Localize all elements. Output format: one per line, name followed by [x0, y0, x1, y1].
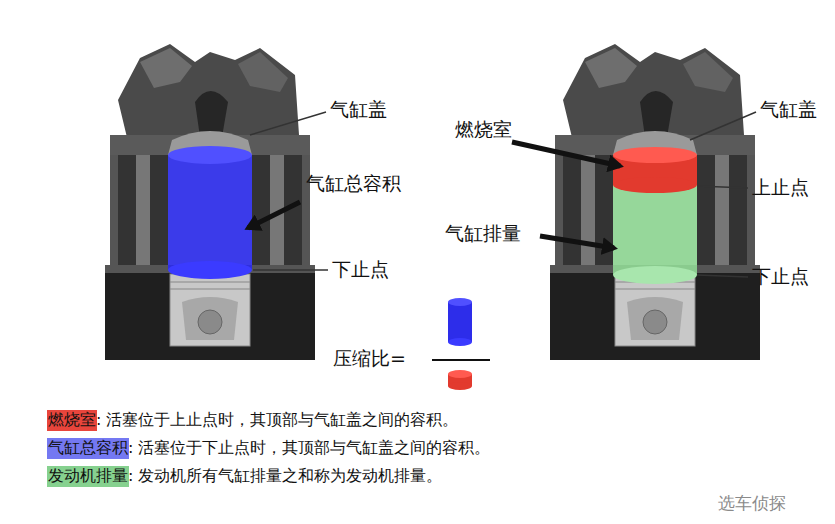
watermark: 选车侦探 — [718, 493, 786, 513]
legend-text: 气缸总容积: 活塞位于下止点时，其顶部与气缸盖之间的容积。 — [48, 438, 490, 459]
legend-row: 气缸总容积: 活塞位于下止点时，其顶部与气缸盖之间的容积。 — [48, 438, 490, 459]
part-label: 气缸盖 — [760, 98, 817, 121]
volume-label: 气缸排量 — [445, 222, 521, 245]
legend-text: 发动机排量: 发动机所有气缸排量之和称为发动机排量。 — [48, 466, 442, 487]
legend-row: 发动机排量: 发动机所有气缸排量之和称为发动机排量。 — [48, 466, 442, 487]
legend-text: 燃烧室: 活塞位于上止点时，其顶部与气缸盖之间的容积。 — [48, 410, 458, 431]
volume-label: 气缸总容积 — [306, 172, 401, 195]
chamber-and-displacement — [613, 147, 697, 284]
ratio-symbol — [432, 298, 490, 390]
part-label: 气缸盖 — [330, 98, 387, 121]
right-engine-section — [550, 44, 760, 360]
leader-lines — [250, 112, 756, 277]
pointer-arrows — [248, 142, 620, 248]
total-volume-cylinder — [168, 146, 252, 279]
position-label: 上止点 — [752, 176, 809, 199]
left-engine-section — [105, 44, 315, 360]
part-label: 燃烧室 — [455, 118, 512, 141]
formula-label: 压缩比= — [333, 347, 406, 370]
legend-row: 燃烧室: 活塞位于上止点时，其顶部与气缸盖之间的容积。 — [48, 410, 458, 431]
position-label: 下止点 — [752, 265, 809, 288]
position-label: 下止点 — [332, 258, 389, 281]
